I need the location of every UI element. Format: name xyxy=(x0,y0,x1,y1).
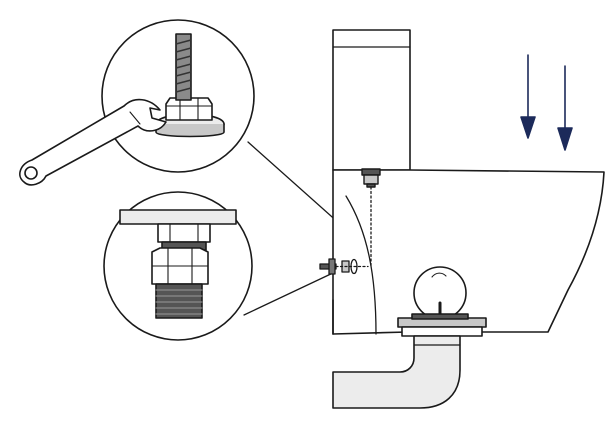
bolt-icon xyxy=(175,33,192,101)
down-arrows xyxy=(520,54,573,151)
down-arrow-icon xyxy=(520,54,536,139)
callout-wrench-tightening-bolt xyxy=(19,19,255,186)
callout-threaded-fitting xyxy=(103,191,253,341)
drain-pipe xyxy=(332,335,461,409)
nut-icon xyxy=(157,223,211,251)
nut-icon xyxy=(151,247,209,285)
wrench-icon xyxy=(19,98,167,186)
outlet-assembly xyxy=(397,266,487,337)
side-mounting-bolt xyxy=(319,258,369,275)
down-arrow-icon xyxy=(557,65,573,151)
toilet-tank xyxy=(332,29,411,171)
toilet-body xyxy=(332,29,605,335)
bolt-icon xyxy=(155,283,203,319)
nut-icon xyxy=(165,97,213,121)
toilet-bowl-outline xyxy=(332,169,605,335)
fill-valve xyxy=(361,168,381,269)
trapway-curve xyxy=(345,195,377,335)
